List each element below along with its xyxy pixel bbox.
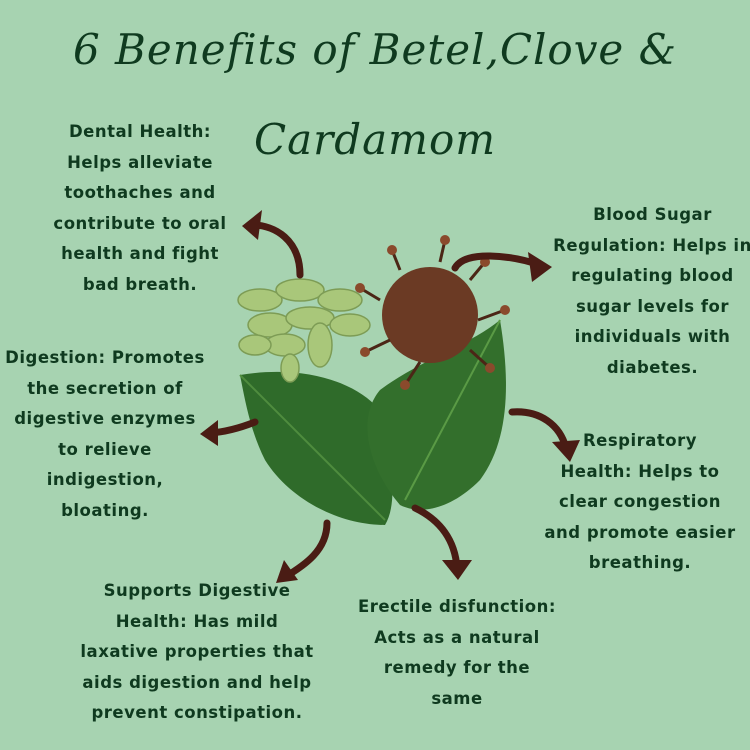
benefit-line: Helps alleviate [67,152,213,172]
betel-leaf-icon [239,319,506,525]
arrow-digestive-health [281,519,331,581]
title-line-1: 6 Benefits of Betel,Clove & [72,25,678,74]
benefit-line: Acts as a natural [374,627,540,647]
benefit-line: laxative properties that [80,642,314,661]
benefit-line: diabetes. [606,357,699,377]
benefit-line: clear congestion [559,492,721,511]
benefit-line: Blood Sugar [593,205,712,224]
benefit-line: health and fight [61,244,219,263]
benefit-blood-sugar: Blood Sugar Regulation: Helps in regulat… [545,200,750,383]
benefit-line: Health: Has mild [115,611,279,631]
arrow-dental [248,221,304,279]
benefit-line: Regulation: Helps in [553,235,750,255]
benefit-line: remedy for the [383,658,531,677]
benefit-line: and promote easier [544,522,736,542]
benefit-line: Erectile disfunction: [358,597,556,616]
benefit-line: breathing. [588,553,692,572]
benefit-respiratory: Respiratory Health: Helps to clear conge… [540,426,740,579]
benefit-line: digestive enzymes [14,409,196,428]
benefit-line: prevent constipation. [91,703,303,722]
arrow-erectile [411,504,461,572]
benefit-line: bad breath. [82,274,198,294]
benefit-line: individuals with [574,327,731,346]
cardamom-icon [237,278,371,383]
arrow-blood-sugar [451,252,544,272]
benefit-line: toothaches and [64,183,216,202]
benefit-line: indigestion, bloating. [46,470,164,520]
benefit-line: sugar levels for [575,296,730,316]
benefit-line: Digestion: Promotes [5,348,205,367]
title-line-2: Cardamom [253,115,497,164]
benefit-dental: Dental Health: Helps alleviate toothache… [35,117,245,300]
benefit-line: contribute to oral [53,213,227,233]
benefit-line: the secretion of [27,378,183,398]
benefit-line: regulating blood [571,266,734,285]
arrowheads [200,210,580,583]
benefit-line: to relieve [58,439,152,459]
benefit-digestion: Digestion: Promotes the secretion of dig… [0,343,210,526]
benefit-line: Respiratory [582,431,698,450]
clove-icon [355,235,510,390]
benefit-line: same [431,688,483,708]
benefit-digestive-health: Supports Digestive Health: Has mild laxa… [72,576,322,729]
benefit-line: Supports Digestive [103,581,291,600]
benefit-line: Dental Health: [68,122,212,141]
benefit-erectile: Erectile disfunction: Acts as a natural … [347,592,567,714]
benefit-line: aids digestion and help [82,672,312,692]
benefit-line: Health: Helps to [560,461,720,481]
